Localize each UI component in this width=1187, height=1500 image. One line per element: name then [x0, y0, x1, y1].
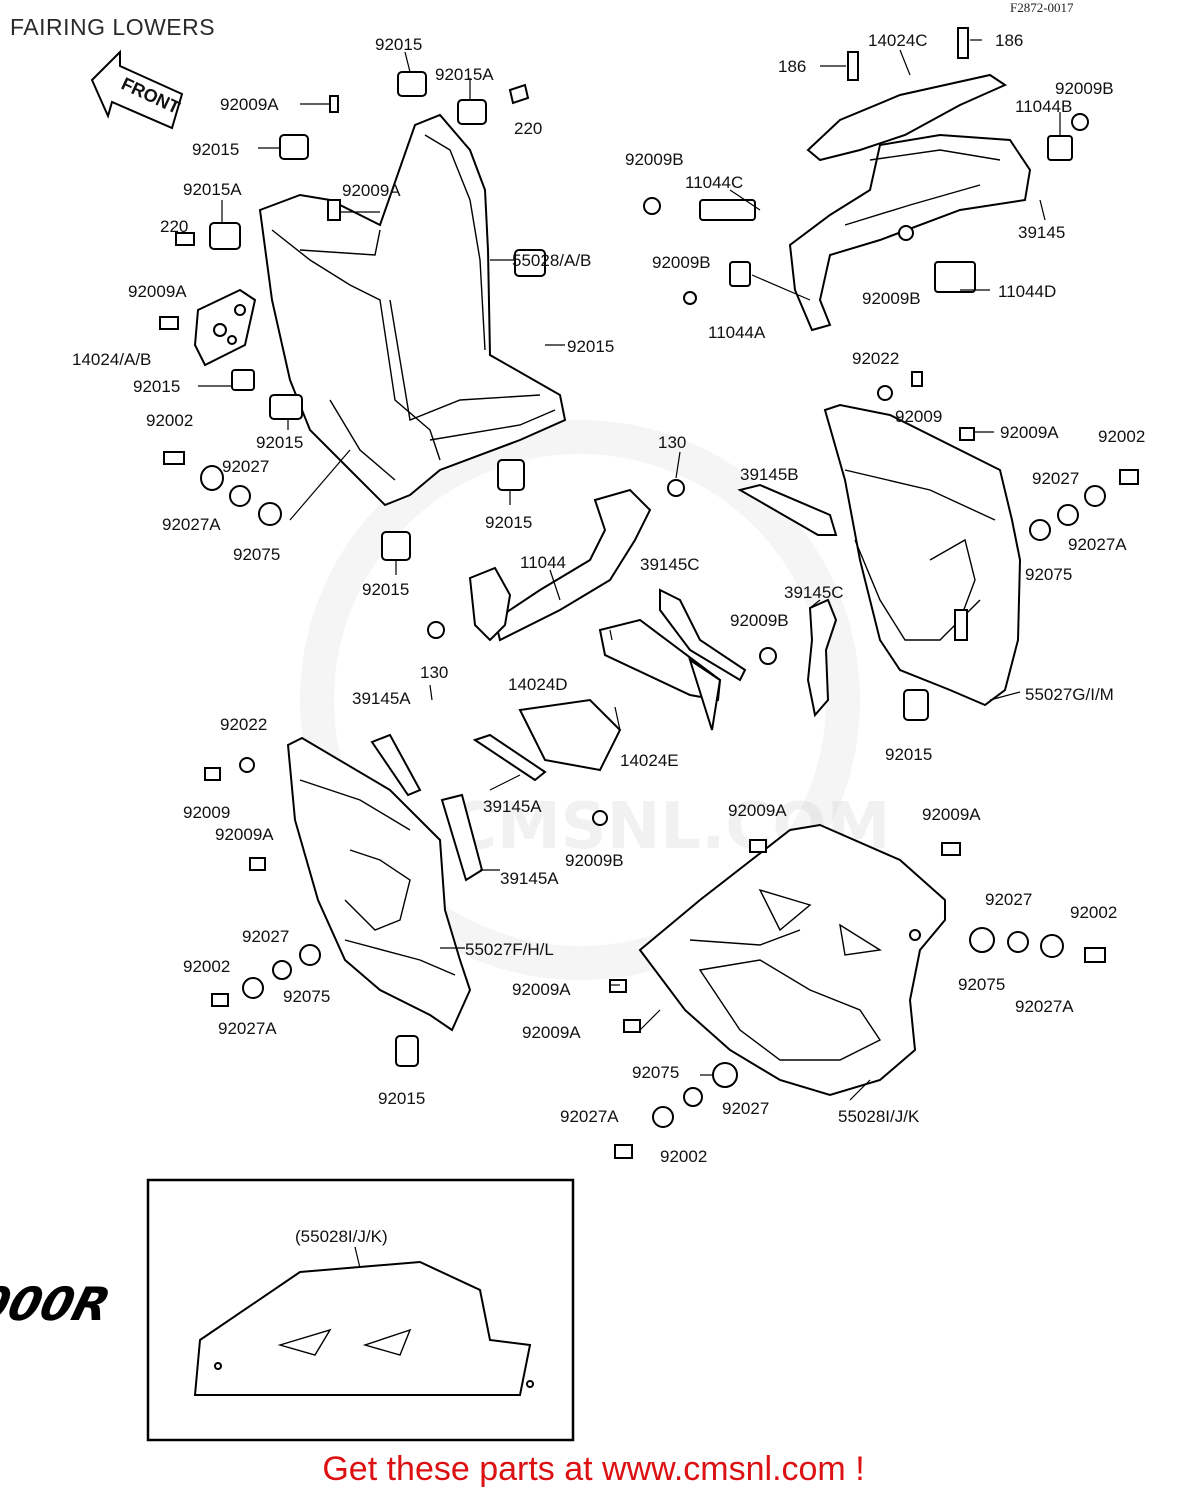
part-label: 92009A [1000, 423, 1059, 442]
part-label: 92015 [885, 745, 932, 764]
part-label: 220 [514, 119, 542, 138]
part-label: 92009A [512, 980, 571, 999]
part-label: 92027 [222, 457, 269, 476]
leader-lines [198, 39, 1061, 1101]
part-label: 11044C [685, 173, 743, 192]
part-label: 92027 [1032, 469, 1079, 488]
part-label: 130 [420, 663, 448, 682]
part-label: 92009A [128, 282, 187, 301]
part-label: 92027 [985, 890, 1032, 909]
part-label: 92009B [652, 253, 711, 272]
part-label: 92075 [283, 987, 330, 1006]
part-label: 92009A [728, 801, 787, 820]
part-label: 92009B [862, 289, 921, 308]
part-label: 11044 [520, 553, 566, 572]
part-label: 92075 [632, 1063, 679, 1082]
part-label: 39145A [483, 797, 542, 816]
part-label: 186 [995, 31, 1023, 50]
inset-ref-label: (55028I/J/K) [295, 1227, 388, 1246]
diagram-code: F2872-0017 [1010, 0, 1074, 15]
side-fairing-55027gim [823, 371, 1139, 721]
part-label: 92009A [922, 805, 981, 824]
part-label: 14024E [620, 751, 679, 770]
part-label: 220 [160, 217, 188, 236]
center-bracket-11044 [427, 479, 838, 826]
part-label: 39145C [784, 583, 844, 602]
exploded-diagram: FRONT [0, 27, 1145, 1442]
part-label: 92015 [567, 337, 614, 356]
part-label: 92002 [1098, 427, 1145, 446]
part-label: 92009 [895, 407, 942, 426]
part-label: 92009 [183, 803, 230, 822]
inner-fairing-55028 [258, 113, 567, 507]
inset-decal-box: (55028I/J/K) 1000R [0, 1178, 575, 1442]
part-label: 92027A [1015, 997, 1074, 1016]
front-arrow-icon: FRONT [90, 49, 184, 130]
part-label: 130 [658, 433, 686, 452]
part-label: 92027 [722, 1099, 769, 1118]
part-label: 39145 [1018, 223, 1065, 242]
part-label: 186 [778, 57, 806, 76]
part-label: 92027A [560, 1107, 619, 1126]
part-label: 92009A [220, 95, 279, 114]
part-label: 55028I/J/K [838, 1107, 920, 1126]
part-label: 92027A [218, 1019, 277, 1038]
part-label: 92015 [256, 433, 303, 452]
page-title: FAIRING LOWERS [10, 14, 216, 40]
part-label: 92002 [146, 411, 193, 430]
part-label: 92015 [378, 1089, 425, 1108]
part-label: 92022 [220, 715, 267, 734]
part-label: 92015 [192, 140, 239, 159]
part-label: 92015A [435, 65, 494, 84]
part-label: 11044B [1015, 97, 1072, 116]
fasteners-left [159, 71, 546, 561]
part-label: 92075 [1025, 565, 1072, 584]
part-label: 92009B [565, 851, 624, 870]
part-label: 55028/A/B [512, 251, 591, 270]
part-label: 39145A [500, 869, 559, 888]
under-cowl-55028ijk [609, 823, 1106, 1159]
part-label: 14024/A/B [72, 350, 151, 369]
decal-logo: 1000R [0, 1279, 116, 1332]
part-number-labels: 92015 92015A 92009A 220 92015 92015A 920… [72, 31, 1145, 1166]
part-label: 92027A [1068, 535, 1127, 554]
part-label: 55027G/I/M [1025, 685, 1114, 704]
part-label: 14024C [868, 31, 928, 50]
part-label: 92002 [183, 957, 230, 976]
part-label: 92015A [183, 180, 242, 199]
part-label: 39145C [640, 555, 700, 574]
stay-bracket-39145 [643, 27, 1089, 332]
part-label: 14024D [508, 675, 568, 694]
part-label: 92009A [215, 825, 274, 844]
part-label: 92009B [730, 611, 789, 630]
bracket-14024-ab [193, 288, 257, 367]
part-label: 92027 [242, 927, 289, 946]
footer-cta-link[interactable]: Get these parts at www.cmsnl.com ! [322, 1450, 865, 1488]
part-label: 92075 [233, 545, 280, 564]
part-label: 92015 [375, 35, 422, 54]
part-label: 39145A [352, 689, 411, 708]
part-label: 92022 [852, 349, 899, 368]
part-label: 92015 [133, 377, 180, 396]
part-label: 92075 [958, 975, 1005, 994]
part-label: 92002 [660, 1147, 707, 1166]
part-label: 11044D [998, 282, 1056, 301]
part-label: 92015 [485, 513, 532, 532]
part-label: 39145B [740, 465, 799, 484]
part-label: 92015 [362, 580, 409, 599]
side-fairing-55027fhl [204, 733, 484, 1067]
part-label: 92027A [162, 515, 221, 534]
part-label: 92002 [1070, 903, 1117, 922]
part-label: 92009B [625, 150, 684, 169]
part-label: 11044A [708, 323, 766, 342]
part-label: 92009A [342, 181, 401, 200]
part-label: 92009A [522, 1023, 581, 1042]
part-label: 92009B [1055, 79, 1114, 98]
part-label: 55027F/H/L [465, 940, 554, 959]
